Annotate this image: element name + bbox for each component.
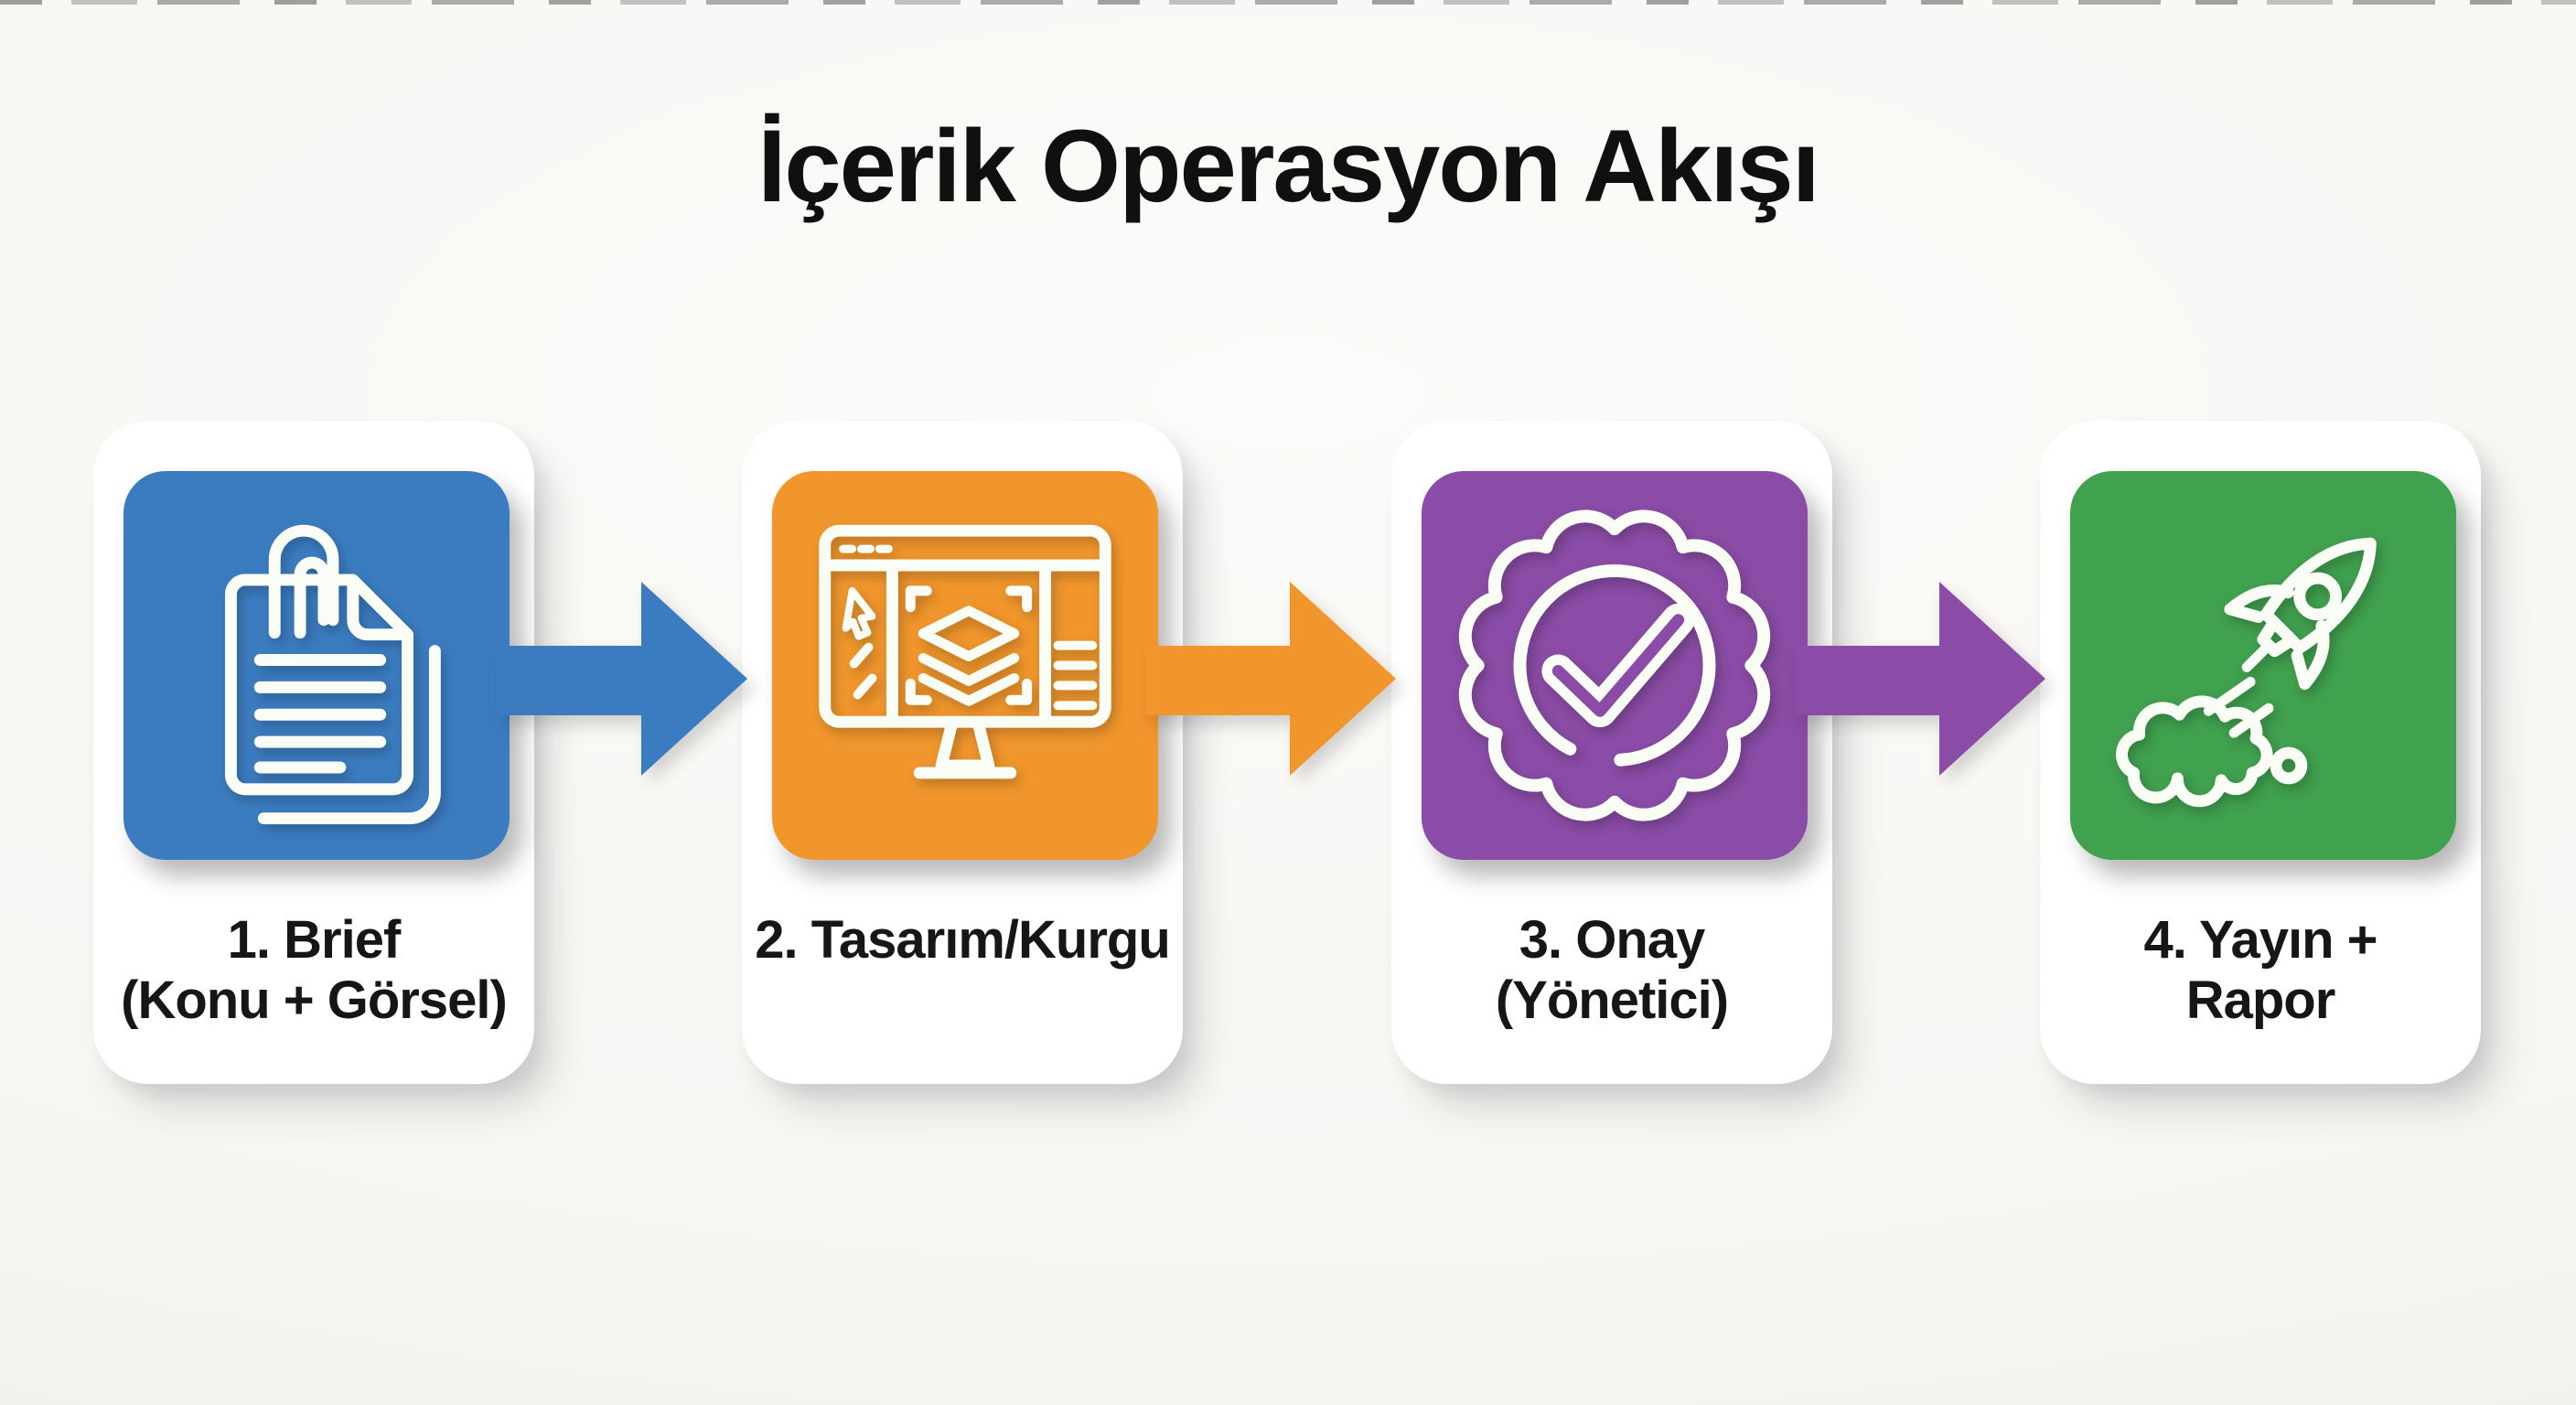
flow-arrow-3 — [1795, 582, 2045, 776]
document-paperclip-icon — [224, 524, 441, 825]
step-label-line1: 2. Tasarım/Kurgu — [755, 910, 1171, 970]
step-label-line2: (Yönetici) — [1495, 971, 1729, 1030]
step-label: 4. Yayın + Rapor — [2029, 910, 2492, 1031]
step-label: 1. Brief (Konu + Görsel) — [82, 910, 545, 1031]
design-monitor-icon — [819, 524, 1111, 779]
flow-arrow-2 — [1145, 582, 1396, 776]
step-label: 3. Onay (Yönetici) — [1380, 910, 1843, 1031]
approval-badge-icon — [1458, 509, 1771, 821]
step-icon-tile-approval — [1422, 471, 1808, 860]
step-icon-tile-brief — [123, 471, 510, 860]
flow-step-card-approval: 3. Onay (Yönetici) — [1391, 421, 1832, 1084]
page-title: İçerik Operasyon Akışı — [757, 109, 1820, 223]
flow-arrow-1 — [497, 582, 747, 776]
step-icon-tile-design — [772, 471, 1158, 860]
rocket-launch-icon — [2116, 537, 2377, 808]
step-label-line1: 1. Brief — [227, 910, 402, 970]
flow-step-card-publish: 4. Yayın + Rapor — [2040, 421, 2481, 1084]
step-label-line2: Rapor — [2185, 971, 2336, 1030]
step-label-line1: 4. Yayın + — [2143, 910, 2378, 970]
step-label-line1: 3. Onay — [1519, 910, 1706, 970]
flow-step-card-design: 2. Tasarım/Kurgu — [742, 421, 1183, 1084]
top-edge-artifact — [0, 0, 2576, 5]
step-label: 2. Tasarım/Kurgu — [731, 910, 1194, 971]
step-label-line2: (Konu + Görsel) — [121, 971, 508, 1030]
step-icon-tile-publish — [2070, 471, 2456, 860]
flow-step-card-brief: 1. Brief (Konu + Görsel) — [93, 421, 534, 1084]
